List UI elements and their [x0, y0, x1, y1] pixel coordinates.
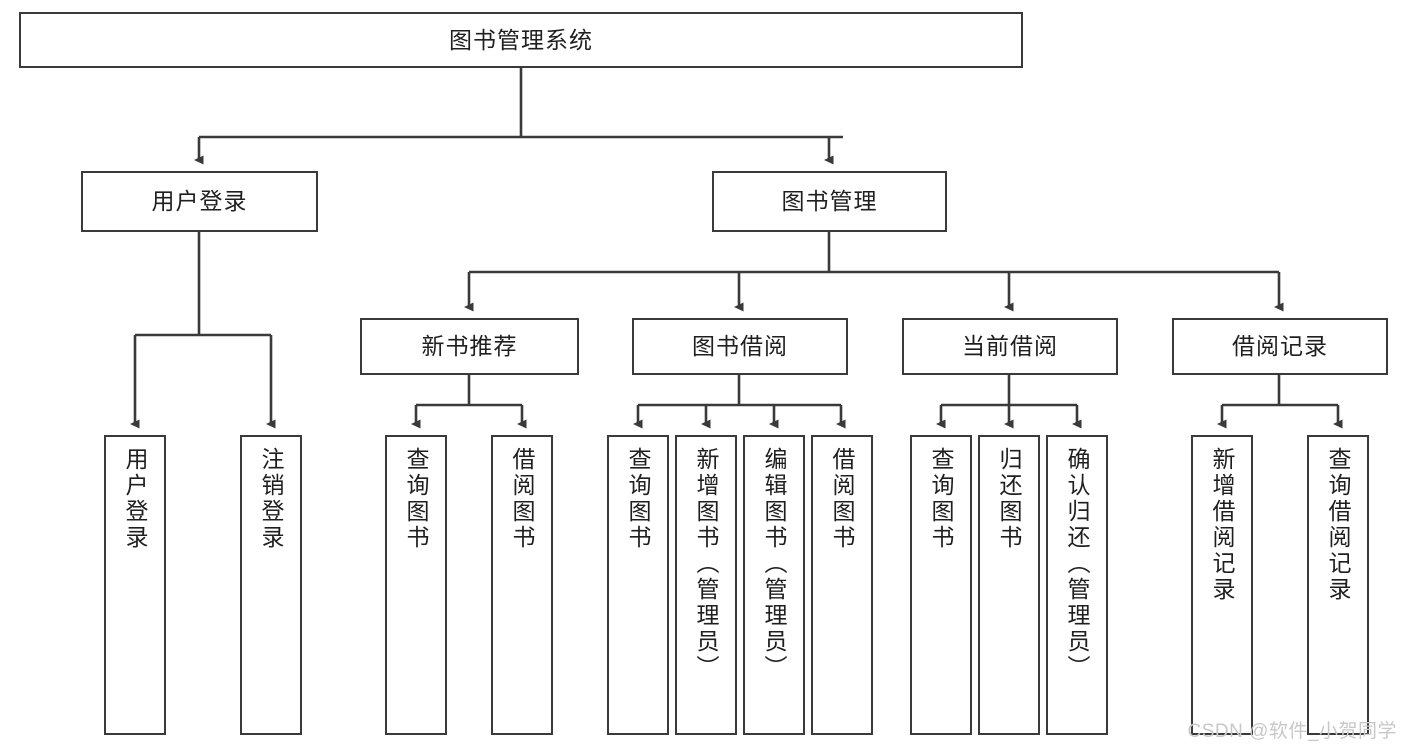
leaf-user-login[interactable]: 用户登录 — [104, 435, 166, 735]
node-label: 查询图书 — [403, 447, 430, 551]
node-label: 注销登录 — [258, 447, 285, 551]
node-new-book-recommend[interactable]: 新书推荐 — [360, 318, 579, 375]
leaf-add-borrow-record[interactable]: 新增借阅记录 — [1191, 435, 1253, 735]
node-label: 确认归还（管理员） — [1064, 447, 1091, 681]
leaf-return-book[interactable]: 归还图书 — [978, 435, 1040, 735]
node-book-management[interactable]: 图书管理 — [712, 171, 947, 232]
leaf-query-book-borrow[interactable]: 查询图书 — [607, 435, 669, 735]
leaf-query-book-current[interactable]: 查询图书 — [910, 435, 972, 735]
node-label: 编辑图书（管理员） — [761, 447, 788, 681]
node-label: 新增借阅记录 — [1209, 447, 1236, 603]
node-label: 查询图书 — [625, 447, 652, 551]
node-label: 查询借阅记录 — [1325, 447, 1352, 603]
leaf-edit-book-admin[interactable]: 编辑图书（管理员） — [743, 435, 805, 735]
node-current-borrow[interactable]: 当前借阅 — [902, 318, 1118, 375]
leaf-logout[interactable]: 注销登录 — [240, 435, 302, 735]
leaf-borrow-book[interactable]: 借阅图书 — [811, 435, 873, 735]
node-label: 新书推荐 — [421, 333, 518, 360]
leaf-query-book-recommend[interactable]: 查询图书 — [385, 435, 447, 735]
node-book-borrow[interactable]: 图书借阅 — [632, 318, 848, 375]
node-label: 用户登录 — [151, 188, 248, 215]
leaf-add-book-admin[interactable]: 新增图书（管理员） — [675, 435, 737, 735]
node-label: 借阅图书 — [509, 447, 536, 551]
node-label: 归还图书 — [996, 447, 1023, 551]
node-label: 新增图书（管理员） — [693, 447, 720, 681]
node-label: 借阅图书 — [829, 447, 856, 551]
node-label: 查询图书 — [928, 447, 955, 551]
node-label: 图书管理系统 — [449, 26, 593, 53]
node-borrow-record[interactable]: 借阅记录 — [1172, 318, 1388, 375]
leaf-confirm-return-admin[interactable]: 确认归还（管理员） — [1046, 435, 1108, 735]
node-user-login[interactable]: 用户登录 — [81, 171, 318, 232]
leaf-borrow-book-recommend[interactable]: 借阅图书 — [491, 435, 553, 735]
node-label: 当前借阅 — [962, 333, 1058, 360]
node-label: 借阅记录 — [1232, 333, 1328, 360]
node-label: 图书借阅 — [692, 333, 788, 360]
leaf-query-borrow-record[interactable]: 查询借阅记录 — [1307, 435, 1369, 735]
watermark: CSDN @软件_小贺同学 — [1187, 721, 1397, 742]
node-label: 图书管理 — [781, 188, 878, 215]
node-root[interactable]: 图书管理系统 — [19, 12, 1023, 68]
node-label: 用户登录 — [122, 447, 149, 551]
